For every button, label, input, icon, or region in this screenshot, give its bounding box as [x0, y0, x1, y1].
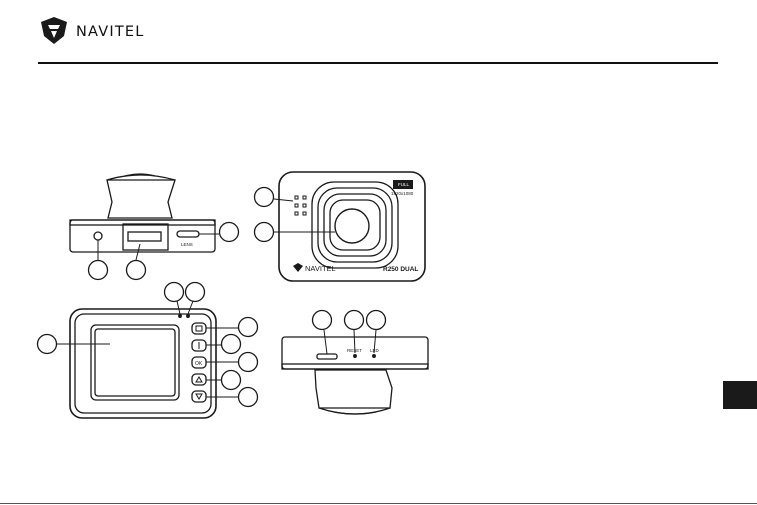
resolution-badge: 1920x1080: [391, 191, 414, 196]
footer-rule: [0, 503, 757, 504]
svg-text:OK: OK: [195, 361, 203, 367]
callout-circle-6: [38, 335, 57, 354]
callout-circle-13: [239, 388, 258, 407]
callout-circle-10: [222, 335, 241, 354]
callout-circle-15: [345, 311, 364, 330]
device-front-view: FULL 1920x1080 NAVITEL R250 DUAL: [255, 172, 426, 281]
device-top-view: LENS: [70, 174, 239, 280]
callout-circle-8: [186, 283, 205, 302]
model-label: R250 DUAL: [383, 266, 418, 273]
callout-circle-16: [367, 311, 386, 330]
callout-circle-7: [165, 283, 184, 302]
front-logo: NAVITEL: [305, 264, 336, 273]
lens-label: LENS: [181, 242, 193, 247]
callout-circle-3: [127, 261, 146, 280]
full-badge: FULL: [398, 182, 410, 187]
device-back-view: OK: [38, 283, 258, 419]
callout-circle-2: [89, 261, 108, 280]
page-tab: [723, 381, 757, 409]
callout-circle-12: [222, 371, 241, 390]
callout-circle-9: [239, 318, 258, 337]
callout-circle-14: [313, 311, 332, 330]
callout-circle-4: [255, 188, 274, 207]
callout-circle-1: [220, 223, 239, 242]
callout-circle-5: [255, 223, 274, 242]
callout-circle-11: [239, 353, 258, 372]
device-bottom-view: RESET LED: [282, 311, 428, 415]
